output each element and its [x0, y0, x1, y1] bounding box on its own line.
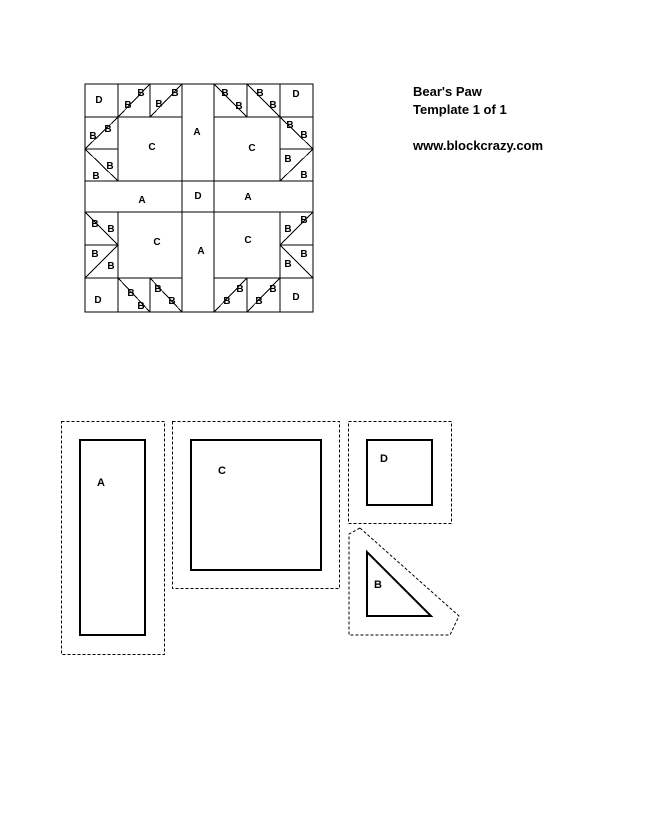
template-d-piece — [366, 439, 433, 506]
label-b: B — [107, 224, 114, 235]
bears-paw-block-diagram — [84, 83, 314, 313]
label-b: B — [286, 120, 293, 131]
label-b: B — [256, 88, 263, 99]
label-d-center: D — [194, 191, 201, 202]
label-a-bottom: A — [197, 246, 204, 257]
label-b: B — [300, 130, 307, 141]
label-b: B — [124, 100, 131, 111]
label-d-bottom-left: D — [94, 295, 101, 306]
template-a-cut-line — [61, 421, 165, 655]
label-b: B — [300, 215, 307, 226]
label-b: B — [155, 99, 162, 110]
label-c-top-left: C — [148, 142, 155, 153]
label-b: B — [89, 131, 96, 142]
label-b: B — [269, 100, 276, 111]
sashing-right — [213, 180, 314, 213]
label-b: B — [168, 296, 175, 307]
template-subtitle: Template 1 of 1 — [413, 102, 507, 117]
template-b-cut-line — [348, 527, 460, 636]
template-c-piece — [190, 439, 322, 571]
label-b: B — [269, 284, 276, 295]
block-labels: D D D D D A A A A C C C C B B B B B B B … — [89, 88, 307, 312]
label-a-top: A — [193, 127, 200, 138]
template-d-label: D — [380, 453, 388, 465]
label-b: B — [137, 88, 144, 99]
sashing-left — [84, 180, 183, 213]
label-b: B — [221, 88, 228, 99]
square-c-bottom-left — [117, 211, 183, 279]
label-b: B — [127, 288, 134, 299]
template-b-label: B — [374, 579, 382, 591]
label-a-left: A — [138, 195, 145, 206]
label-b: B — [284, 224, 291, 235]
info-block: Bear's Paw Template 1 of 1 www.blockcraz… — [413, 83, 543, 155]
label-b: B — [284, 259, 291, 270]
label-d-bottom-right: D — [292, 292, 299, 303]
label-c-top-right: C — [248, 143, 255, 154]
sashing-bottom — [181, 211, 215, 313]
label-b: B — [284, 154, 291, 165]
template-c-cut-line — [172, 421, 340, 589]
label-b: B — [171, 88, 178, 99]
label-b: B — [107, 261, 114, 272]
label-b: B — [236, 284, 243, 295]
label-c-bottom-right: C — [244, 235, 251, 246]
label-b: B — [91, 219, 98, 230]
label-b: B — [92, 171, 99, 182]
label-b: B — [137, 301, 144, 312]
block-title: Bear's Paw — [413, 84, 482, 99]
label-b: B — [91, 249, 98, 260]
label-b: B — [104, 124, 111, 135]
template-a-label: A — [97, 477, 105, 489]
label-c-bottom-left: C — [153, 237, 160, 248]
label-b: B — [154, 284, 161, 295]
website-link[interactable]: www.blockcrazy.com — [413, 138, 544, 153]
template-pieces: A C D B — [61, 421, 460, 655]
label-b: B — [255, 296, 262, 307]
label-d-top-left: D — [95, 95, 102, 106]
label-b: B — [106, 161, 113, 172]
label-b: B — [300, 170, 307, 181]
template-b-piece — [366, 549, 434, 617]
template-c-label: C — [218, 465, 226, 477]
label-d-top-right: D — [292, 89, 299, 100]
label-b: B — [223, 296, 230, 307]
template-d-cut-line — [348, 421, 452, 524]
template-a-piece — [79, 439, 146, 636]
label-b: B — [235, 101, 242, 112]
square-c-top-right — [213, 116, 281, 182]
label-a-right: A — [244, 192, 251, 203]
label-b: B — [300, 249, 307, 260]
